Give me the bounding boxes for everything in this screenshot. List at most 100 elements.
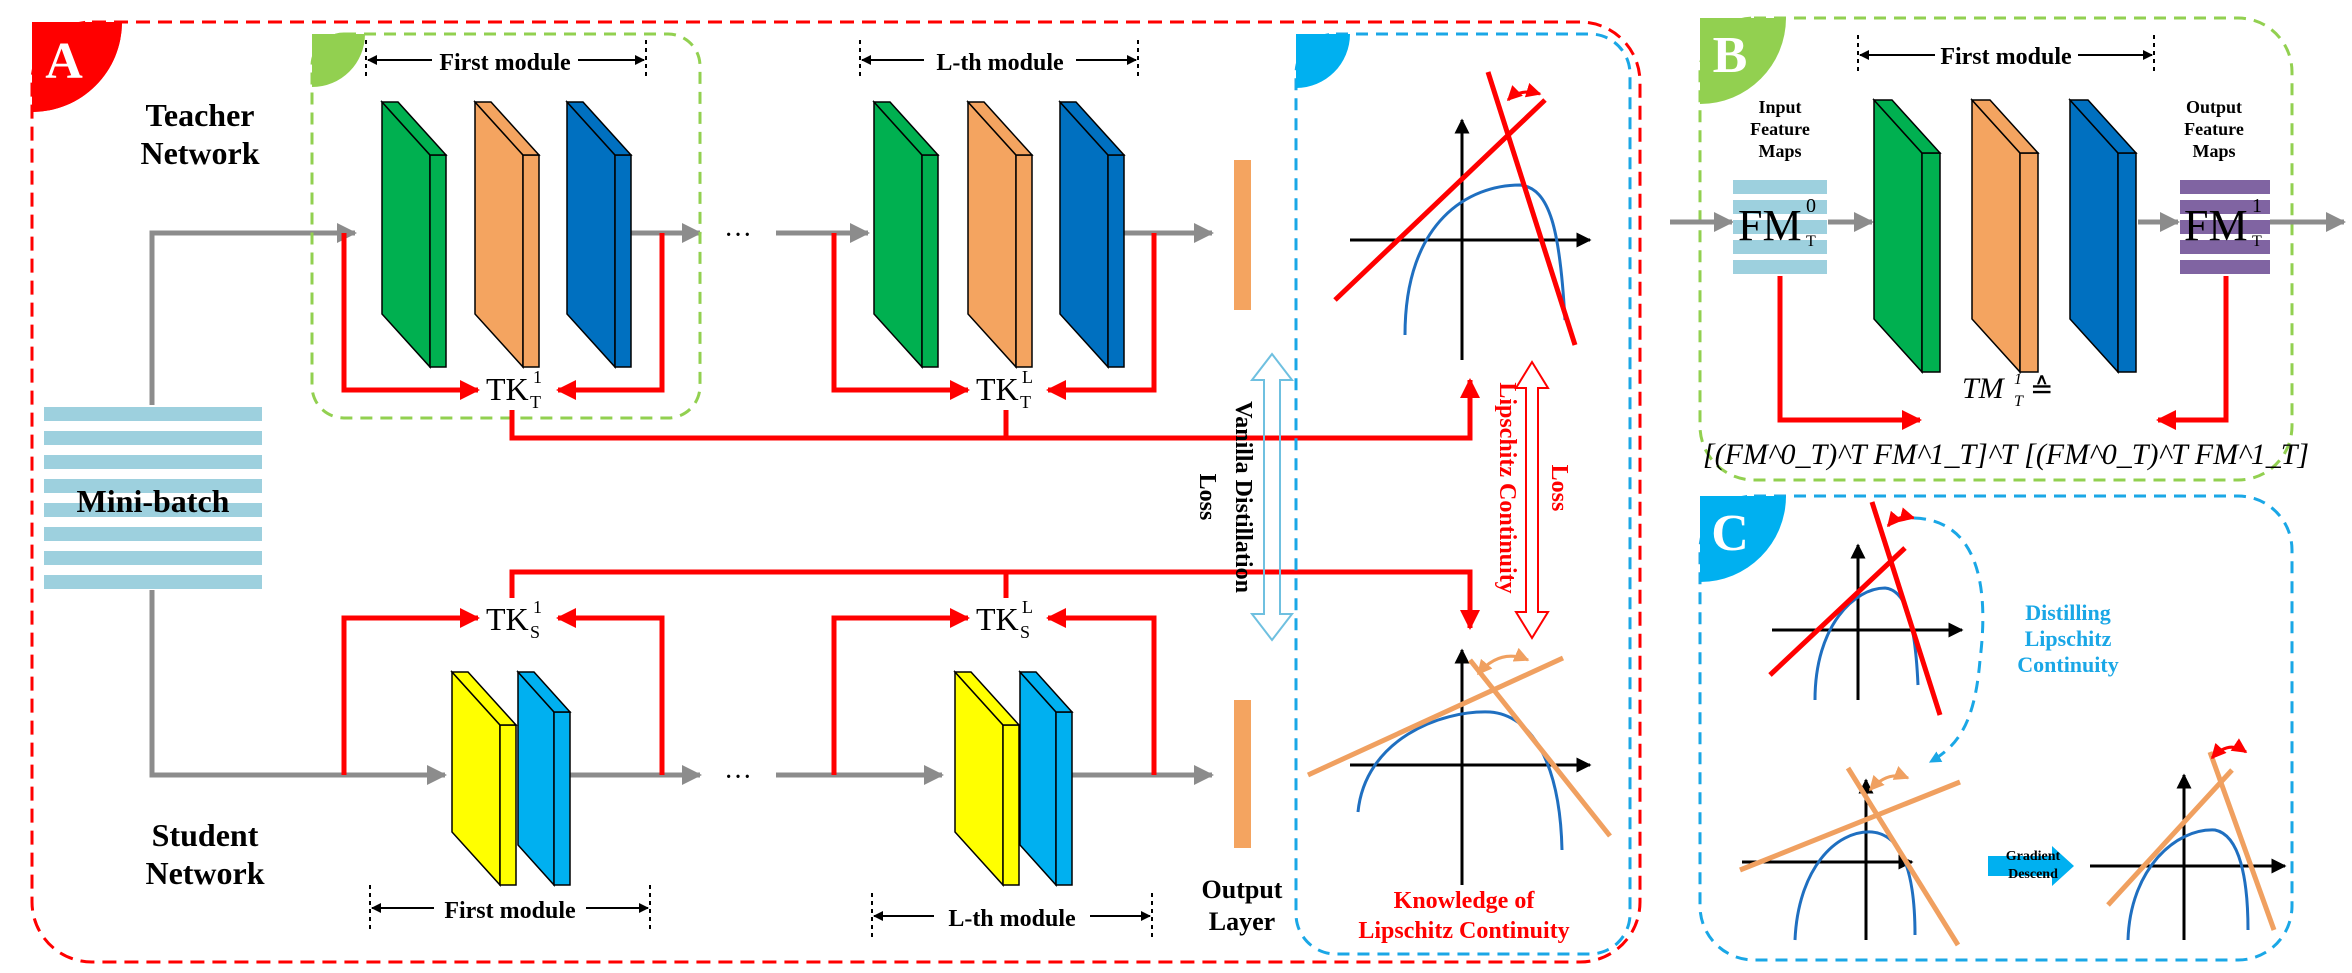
student-module1-cyan-block: [516, 670, 572, 887]
panel-b-green-block: [1872, 98, 1942, 374]
tk-teacher-moduleL: TK L T: [976, 367, 1033, 412]
tk-student-moduleL: TK L S: [976, 597, 1033, 642]
teacher-module-corner-mark: [312, 34, 365, 87]
panel-b-blue-block: [2068, 98, 2138, 374]
tm-label: TM 1 T ≙: [1962, 371, 2053, 410]
panel-a-badge-shape: [32, 22, 122, 112]
output-maps-line2: Feature: [2184, 119, 2244, 139]
distilling-line2: Lipschitz: [2025, 626, 2112, 651]
panel-c-badge: C: [1711, 505, 1749, 562]
svg-text:≙: ≙: [2030, 374, 2053, 405]
gradient-descend-arrow: [1988, 846, 2074, 886]
distilling-line3: Continuity: [2017, 652, 2118, 677]
tk-t1-right-arrow: [556, 233, 665, 400]
teacher-tk-aggregate-arrow: [509, 378, 1480, 441]
student-moduleL-cyan-block: [1018, 670, 1074, 887]
teacher-first-module-label: First module: [439, 50, 571, 76]
tk-t1-left-arrow: [341, 233, 480, 400]
tk-student-module1: TK 1 S: [486, 597, 542, 642]
input-maps-line3: Maps: [1758, 141, 1801, 161]
teacher-module1-blue-block: [565, 100, 633, 369]
panel-a-badge: A: [45, 33, 83, 90]
student-first-module-label: First module: [444, 898, 576, 924]
svg-text:T: T: [1806, 233, 1816, 250]
fm-output-label: FM 1 T: [2184, 195, 2262, 250]
teacher-module1-orange-block: [473, 100, 541, 369]
panel-b-first-module-label: First module: [1940, 44, 2072, 70]
panel-b: B First module Input Feature Maps Output…: [1670, 16, 2346, 482]
vanilla-distillation-arrow: [1249, 352, 1295, 642]
mini-batch-label: Mini-batch: [77, 483, 230, 519]
input-feature-maps: [1733, 180, 1827, 274]
panel-b-fm0-arrow: [1777, 276, 1922, 430]
teacher-ellipsis: ···: [724, 220, 752, 251]
vanilla-loss-label-line2: Loss: [1194, 474, 1220, 521]
fm-input-label: FM 0 T: [1738, 195, 1816, 250]
tk-sl-left-arrow: [831, 608, 970, 775]
teacher-input-arrow: [149, 223, 357, 405]
panel-b-border: [1698, 16, 2294, 482]
tk-s1-right-arrow: [556, 608, 665, 775]
tk-tl-right-arrow: [1046, 233, 1157, 400]
panel-c-border: [1698, 494, 2294, 962]
panel-a: A Teacher Network Student Network Mini-b…: [30, 20, 1642, 964]
output-layer-label-line1: Output: [1202, 875, 1283, 904]
tk-teacher-module1: TK 1 T: [486, 367, 542, 412]
vanilla-loss-label-line1: Vanilla Distillation: [1230, 401, 1256, 593]
svg-text:FM: FM: [2184, 201, 2248, 250]
svg-text:TK: TK: [486, 371, 529, 407]
svg-text:1: 1: [533, 367, 542, 387]
panel-c-updated-plot: [2090, 738, 2287, 941]
distilling-line1: Distilling: [2025, 600, 2111, 625]
tk-s1-left-arrow: [341, 608, 480, 775]
svg-text:TK: TK: [976, 371, 1019, 407]
teacher-label-line1: Teacher: [145, 97, 254, 133]
student-lipschitz-plot: [1306, 647, 1612, 885]
student-label-line1: Student: [152, 817, 259, 853]
svg-text:1: 1: [2252, 195, 2262, 217]
student-label-line2: Network: [145, 855, 264, 891]
knowledge-label-line2: Lipschitz Continuity: [1358, 918, 1569, 944]
lipschitz-knowledge-box: [1294, 32, 1632, 956]
svg-text:TM: TM: [1962, 372, 2006, 405]
tm-formula: [(FM^0_T)^T FM^1_T]^T [(FM^0_T)^T FM^1_T…: [1703, 438, 2309, 471]
output-maps-line3: Maps: [2192, 141, 2235, 161]
teacher-moduleL-green-block: [872, 100, 940, 369]
mini-batch-stack: [44, 407, 262, 589]
teacher-moduleL-orange-block: [966, 100, 1034, 369]
panel-b-fm1-arrow: [2156, 276, 2229, 430]
svg-text:S: S: [530, 622, 540, 642]
svg-text:S: S: [1020, 622, 1030, 642]
gradient-line2: Descend: [2008, 867, 2058, 882]
lipschitz-box-corner-mark: [1296, 34, 1350, 88]
svg-text:1: 1: [2014, 371, 2022, 388]
svg-text:1: 1: [533, 597, 542, 617]
lipschitz-loss-label-line2: Loss: [1546, 465, 1572, 512]
teacher-moduleL-blue-block: [1058, 100, 1126, 369]
panel-b-badge-shape: [1700, 18, 1786, 104]
svg-text:TK: TK: [976, 601, 1019, 637]
lipschitz-loss-label-line1: Lipschitz Continuity: [1494, 382, 1520, 593]
panel-c-student-plot: [1739, 766, 1961, 947]
output-feature-maps: [2180, 180, 2270, 274]
panel-b-badge: B: [1713, 27, 1748, 84]
student-output-layer: [1234, 700, 1251, 848]
svg-text:0: 0: [1806, 195, 1816, 217]
teacher-lth-module-label: L-th module: [936, 50, 1064, 76]
input-maps-line2: Feature: [1750, 119, 1810, 139]
student-moduleL-yellow-block: [953, 670, 1021, 887]
tk-sl-right-arrow: [1046, 608, 1157, 775]
output-maps-line1: Output: [2186, 97, 2242, 117]
lipschitz-loss-arrow: [1514, 360, 1550, 640]
knowledge-label-line1: Knowledge of: [1394, 888, 1536, 914]
svg-text:T: T: [2252, 233, 2262, 250]
svg-text:T: T: [530, 392, 541, 412]
teacher-output-layer: [1234, 160, 1251, 310]
student-ellipsis: ···: [724, 762, 752, 793]
student-module1-yellow-block: [450, 670, 518, 887]
input-maps-line1: Input: [1758, 97, 1801, 117]
tk-tl-left-arrow: [831, 233, 970, 400]
teacher-label-line2: Network: [140, 135, 259, 171]
svg-text:L: L: [1022, 367, 1033, 387]
